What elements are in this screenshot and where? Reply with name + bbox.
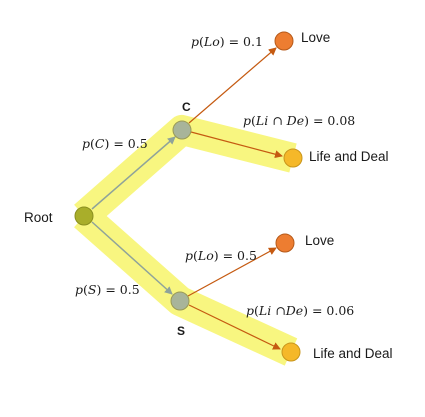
node-c-life-deal — [283, 148, 303, 168]
prob-root-s: p(S) = 0.5 — [75, 282, 140, 297]
node-s-love — [275, 233, 295, 253]
node-s-life-deal — [281, 342, 301, 362]
label-c-life-deal: Life and Deal — [309, 149, 389, 164]
prob-s-love: p(Lo) = 0.5 — [185, 248, 257, 263]
label-root: Root — [24, 210, 53, 225]
edge-root-to-s — [91, 221, 173, 295]
node-s — [170, 291, 190, 311]
highlight-band — [74, 115, 298, 366]
prob-c-love: p(Lo) = 0.1 — [191, 34, 263, 49]
node-c-love — [274, 31, 294, 51]
edge-c-to-love — [188, 47, 277, 124]
prob-s-life-deal: p(Li ∩De) = 0.06 — [246, 303, 354, 318]
node-c — [172, 120, 192, 140]
edge-s-to-life-deal — [188, 304, 281, 350]
label-c: C — [182, 100, 191, 114]
label-s-love: Love — [305, 233, 334, 248]
label-s: S — [177, 324, 185, 338]
prob-c-life-deal: p(Li ∩ De) = 0.08 — [243, 113, 355, 128]
label-c-love: Love — [301, 30, 330, 45]
edge-c-to-life-deal — [190, 131, 283, 159]
node-root — [74, 206, 94, 226]
edge-root-to-c — [91, 136, 176, 210]
prob-root-c: p(C) = 0.5 — [82, 136, 148, 151]
label-s-life-deal: Life and Deal — [313, 346, 393, 361]
edge-s-to-love — [187, 247, 277, 297]
